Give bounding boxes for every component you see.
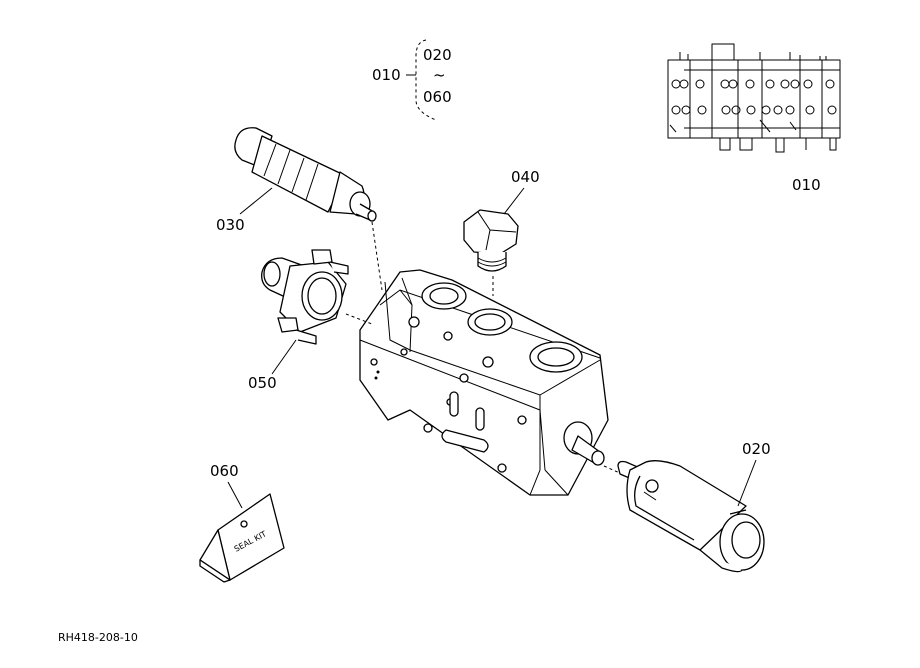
bracket-callout: 010 020 ~ 060: [372, 39, 452, 121]
bracket-top-label[interactable]: 020: [423, 46, 452, 64]
bracket-bottom-label[interactable]: 060: [423, 88, 452, 106]
plug-040[interactable]: [463, 209, 519, 296]
solenoid-020[interactable]: [603, 460, 765, 573]
part-label-010[interactable]: 010: [792, 176, 821, 194]
part-label-040[interactable]: 040: [511, 168, 540, 186]
valve-assembly-thumbnail[interactable]: [667, 43, 841, 153]
flange-050[interactable]: [261, 249, 373, 345]
bracket-tilde: ~: [433, 66, 446, 84]
valve-body[interactable]: [359, 269, 609, 496]
bracket-main-label[interactable]: 010: [372, 66, 401, 84]
part-label-050[interactable]: 050: [248, 374, 277, 392]
seal-kit-060[interactable]: SEAL KIT: [199, 493, 285, 583]
part-label-060[interactable]: 060: [210, 462, 239, 480]
part-label-020[interactable]: 020: [742, 440, 771, 458]
part-label-030[interactable]: 030: [216, 216, 245, 234]
cartridge-030[interactable]: [234, 127, 383, 291]
drawing-code: RH418-208-10: [58, 631, 138, 644]
